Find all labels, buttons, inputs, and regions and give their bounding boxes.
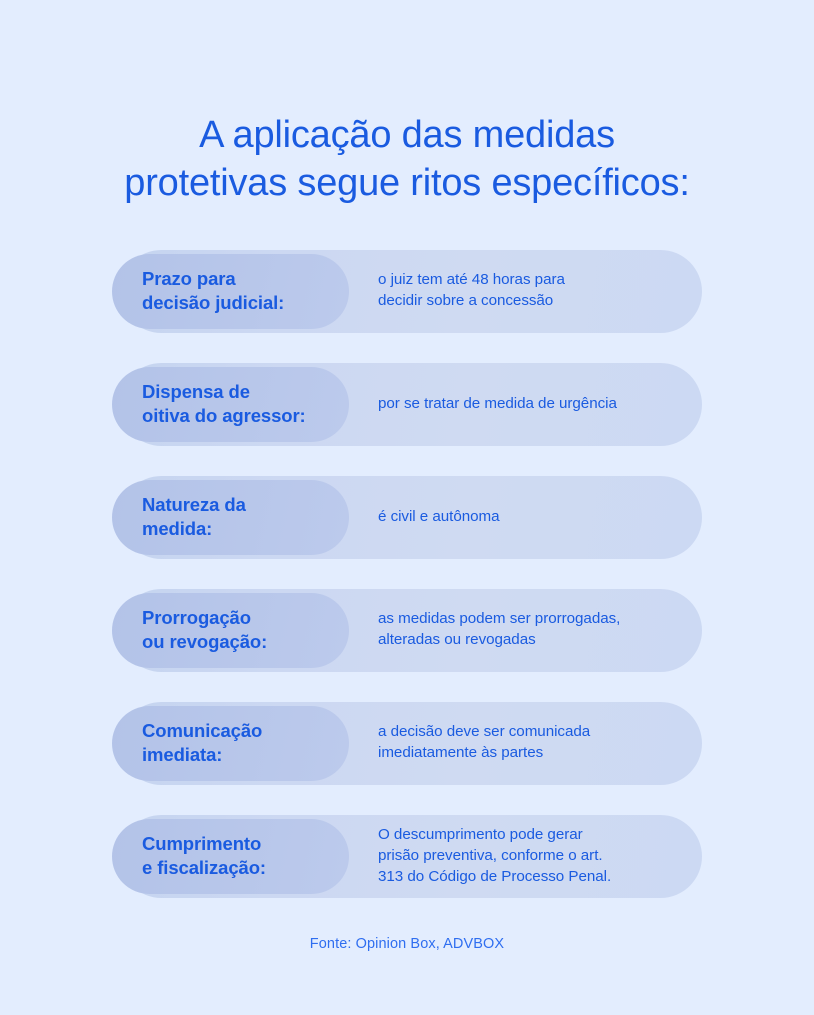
page-title: A aplicação das medidas protetivas segue… [57, 112, 757, 208]
source-footer: Fonte: Opinion Box, ADVBOX [309, 935, 505, 952]
list-item: Cumprimento e fiscalização: O descumprim… [112, 814, 702, 898]
row-description-wrap: por se tratar de medida de urgência [378, 363, 694, 446]
row-label-capsule: Prazo para decisão judicial: [112, 253, 349, 329]
row-description-wrap: é civil e autônoma [378, 476, 694, 559]
row-label: Natureza da medida: [142, 493, 246, 540]
row-label-capsule: Cumprimento e fiscalização: [112, 818, 349, 894]
row-label-capsule: Prorrogação ou revogação: [112, 592, 349, 668]
row-description: o juiz tem até 48 horas para decidir sob… [378, 271, 565, 310]
row-label: Comunicação imediata: [142, 719, 263, 766]
row-label: Dispensa de oitiva do agressor: [142, 380, 306, 427]
row-label: Prorrogação ou revogação: [142, 606, 268, 653]
row-description-wrap: o juiz tem até 48 horas para decidir sob… [378, 250, 694, 333]
title-line-1: A aplicação das medidas [199, 114, 615, 156]
row-label: Cumprimento e fiscalização: [142, 832, 266, 879]
title-line-2: protetivas segue ritos específicos: [124, 161, 690, 204]
row-label-capsule: Dispensa de oitiva do agressor: [112, 366, 349, 442]
list-item: Natureza da medida: é civil e autônoma [112, 475, 702, 559]
list-item: Prazo para decisão judicial: o juiz tem … [112, 249, 702, 333]
list-item: Dispensa de oitiva do agressor: por se t… [112, 362, 702, 446]
row-label-capsule: Comunicação imediata: [112, 705, 349, 781]
row-label: Prazo para decisão judicial: [142, 267, 285, 314]
row-description: por se tratar de medida de urgência [378, 394, 617, 412]
row-description: O descumprimento pode gerar prisão preve… [378, 825, 612, 885]
row-label-capsule: Natureza da medida: [112, 479, 349, 555]
row-description: a decisão deve ser comunicada imediatame… [378, 723, 591, 762]
list-item: Prorrogação ou revogação: as medidas pod… [112, 588, 702, 672]
row-description-wrap: a decisão deve ser comunicada imediatame… [378, 702, 694, 785]
row-description: as medidas podem ser prorrogadas, altera… [378, 610, 621, 649]
list-item: Comunicação imediata: a decisão deve ser… [112, 701, 702, 785]
rows-list: Prazo para decisão judicial: o juiz tem … [0, 249, 814, 898]
row-description: é civil e autônoma [378, 507, 500, 525]
row-description-wrap: O descumprimento pode gerar prisão preve… [378, 815, 694, 898]
row-description-wrap: as medidas podem ser prorrogadas, altera… [378, 589, 694, 672]
